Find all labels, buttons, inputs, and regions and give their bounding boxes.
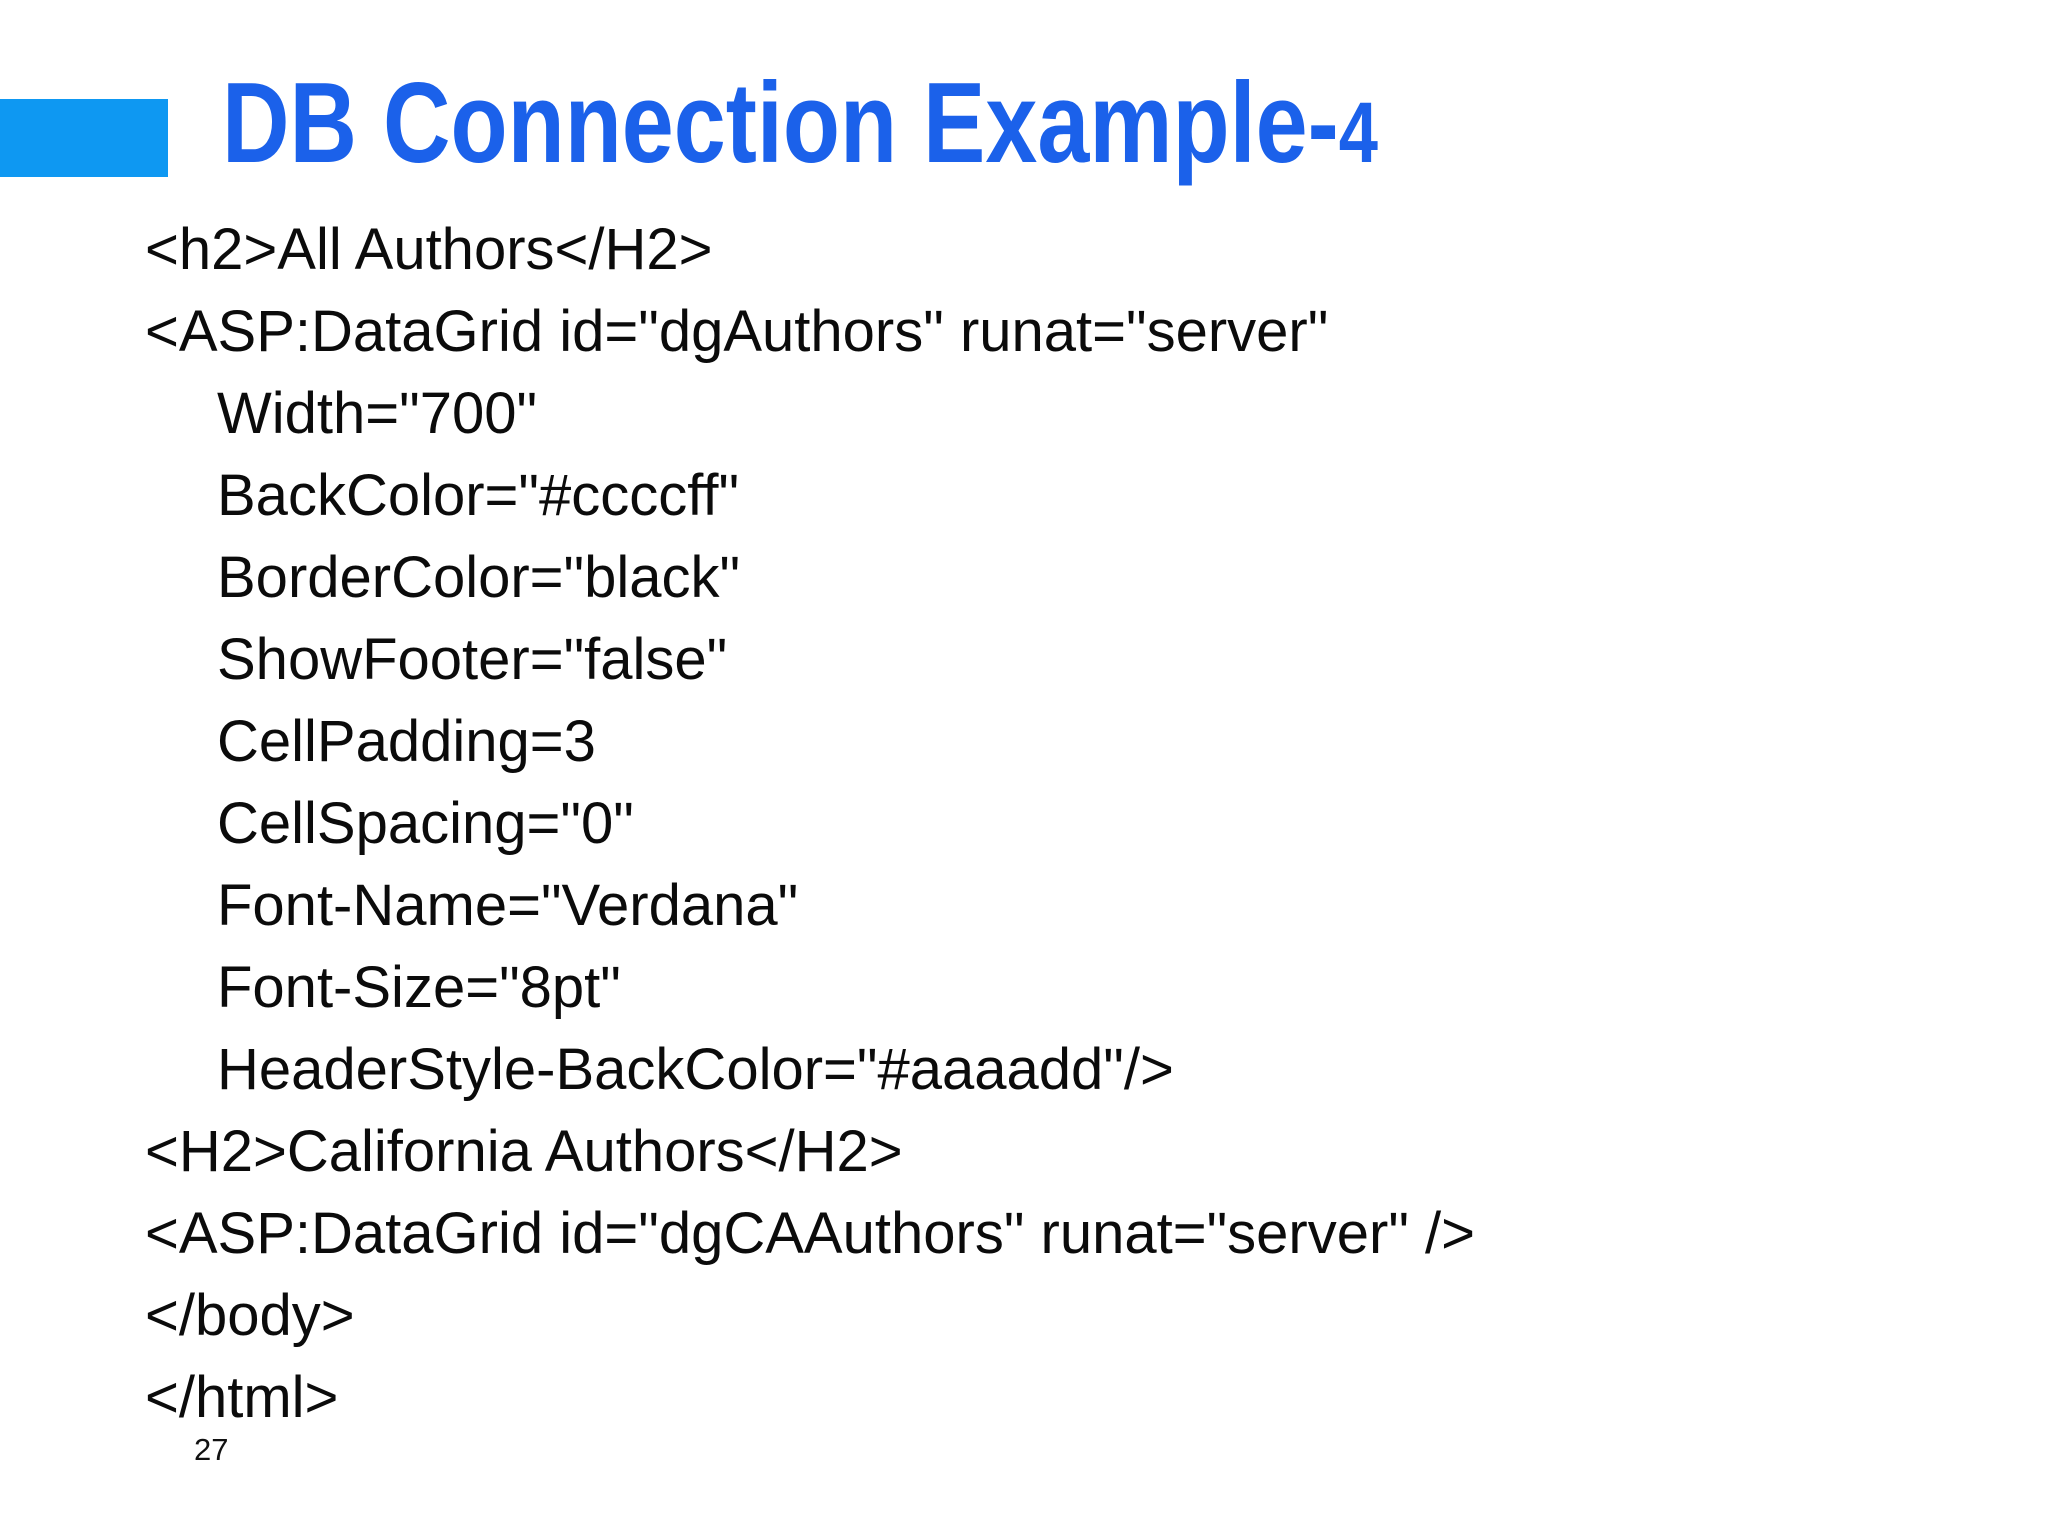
code-line: BackColor="#ccccff" bbox=[217, 463, 740, 528]
code-block: <h2>All Authors</H2> <ASP:DataGrid id="dg… bbox=[145, 209, 1475, 1439]
code-line: Width="700" bbox=[217, 381, 538, 446]
slide-title-text: DB Connection Example- bbox=[222, 60, 1339, 187]
code-line: </html> bbox=[145, 1365, 339, 1430]
code-line: <ASP:DataGrid id="dgCAAuthors" runat="se… bbox=[145, 1201, 1476, 1266]
code-line: <H2>California Authors</H2> bbox=[145, 1119, 903, 1184]
code-line: CellSpacing="0" bbox=[217, 791, 634, 856]
code-line: </body> bbox=[145, 1283, 355, 1348]
code-line: <h2>All Authors</H2> bbox=[145, 217, 713, 282]
code-line: Font-Size="8pt" bbox=[217, 955, 621, 1020]
code-line: ShowFooter="false" bbox=[217, 627, 728, 692]
code-line: BorderColor="black" bbox=[217, 545, 741, 610]
code-line: HeaderStyle-BackColor="#aaaadd"/> bbox=[217, 1037, 1174, 1102]
slide-title-number: 4 bbox=[1338, 85, 1378, 181]
code-line: CellPadding=3 bbox=[217, 709, 596, 774]
slide-title: DB Connection Example-4 bbox=[222, 64, 1632, 184]
page-number: 27 bbox=[194, 1432, 229, 1467]
code-line: Font-Name="Verdana" bbox=[217, 873, 799, 938]
code-line: <ASP:DataGrid id="dgAuthors" runat="serv… bbox=[145, 299, 1329, 364]
title-accent-bar bbox=[0, 99, 168, 177]
